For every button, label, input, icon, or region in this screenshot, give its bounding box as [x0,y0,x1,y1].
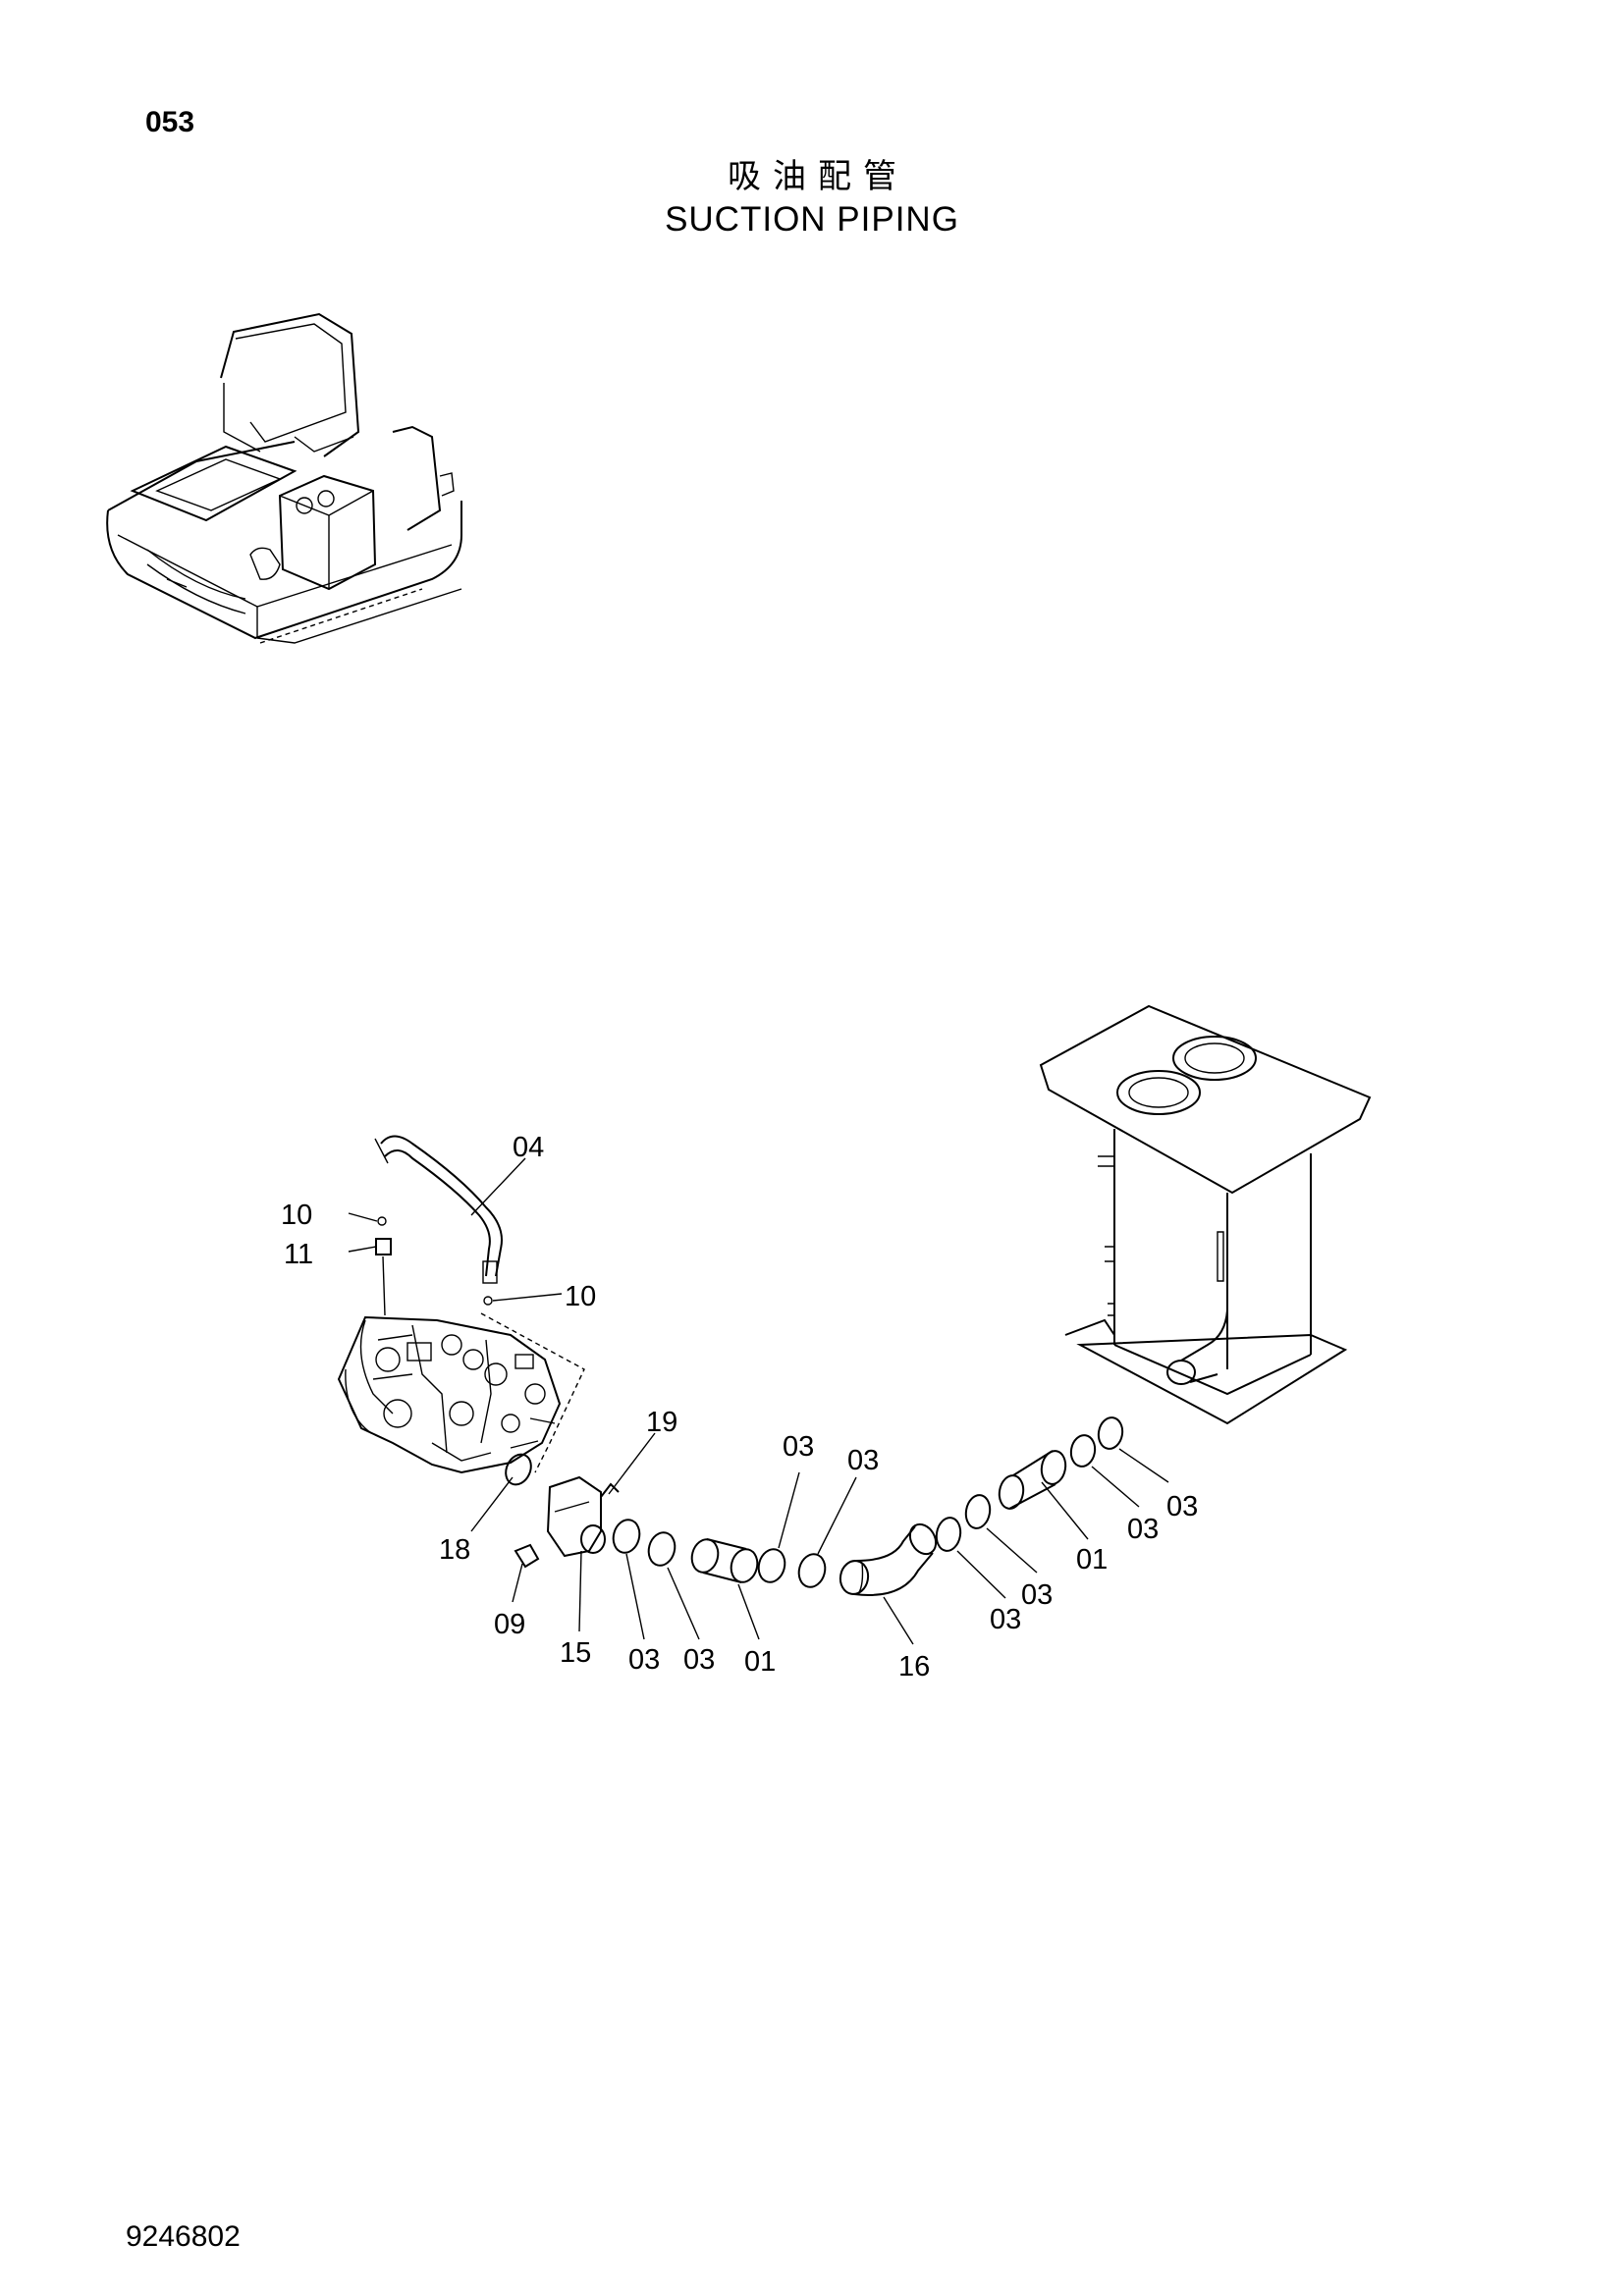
diagram-number: 9246802 [126,2220,241,2253]
bolt-19 [600,1482,620,1498]
callout-03-c: 03 [783,1431,814,1463]
callout-09: 09 [494,1609,525,1640]
clamp-03-d [797,1553,827,1588]
callout-16: 16 [898,1651,930,1682]
callout-03-e: 03 [990,1604,1021,1635]
callout-01-a: 01 [744,1646,776,1678]
callout-03-g: 03 [1127,1514,1159,1545]
leader-lines [348,1157,1169,1645]
page-number: 053 [145,106,195,138]
callout-01-b: 01 [1076,1544,1108,1575]
hose-04 [374,1135,503,1284]
callout-03-d: 03 [847,1445,879,1476]
callout-15: 15 [560,1637,591,1669]
callout-03-h: 03 [1166,1491,1198,1522]
callout-04: 04 [513,1132,544,1163]
clamp-03-g [1069,1434,1097,1468]
hose-01-a [690,1538,759,1583]
clamp-03-b [647,1531,677,1567]
clamp-03-e [935,1517,962,1552]
oring-10-upper [377,1216,387,1226]
callout-18: 18 [439,1534,470,1566]
callout-03-b: 03 [683,1644,715,1676]
clamp-03-c [757,1548,786,1583]
clamp-03-a [612,1519,641,1554]
clamp-03-h [1097,1416,1124,1450]
callout-19: 19 [646,1407,677,1438]
elbow-15 [546,1475,606,1558]
plug-09 [514,1543,540,1569]
title-chinese: 吸油配管 [728,157,908,196]
hydraulic-tank [1039,1004,1372,1425]
title-english: SUCTION PIPING [665,200,959,239]
oring-10-lower [483,1296,493,1306]
pump-assembly [337,1312,585,1474]
callout-11: 11 [284,1239,313,1270]
hose-01-b [998,1450,1067,1510]
callout-10-upper: 10 [281,1200,312,1231]
adapter-11 [375,1238,392,1255]
callout-03-f: 03 [1021,1579,1053,1611]
oring-18 [505,1453,532,1486]
elbow-hose-16 [839,1522,938,1596]
clamp-03-f [964,1494,992,1529]
machine-overview-drawing [106,312,462,644]
callout-10-lower: 10 [565,1281,596,1312]
callout-03-a: 03 [628,1644,660,1676]
